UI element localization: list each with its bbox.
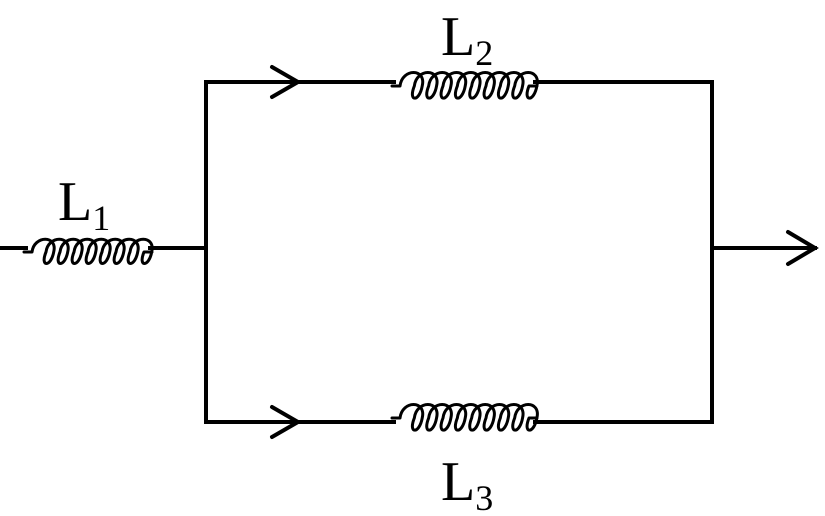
inductor-l1-label: L1 (58, 171, 110, 238)
inductor-l1-coil (22, 237, 154, 265)
arrow-bottom-branch (270, 405, 303, 439)
inductor-l3-coil (390, 403, 539, 432)
inductor-l2-label: L2 (441, 6, 493, 73)
inductor-l2-coil (390, 71, 539, 100)
arrow-top-branch (270, 65, 303, 99)
inductor-l3-label: L3 (441, 451, 493, 516)
arrow-output (786, 230, 819, 266)
